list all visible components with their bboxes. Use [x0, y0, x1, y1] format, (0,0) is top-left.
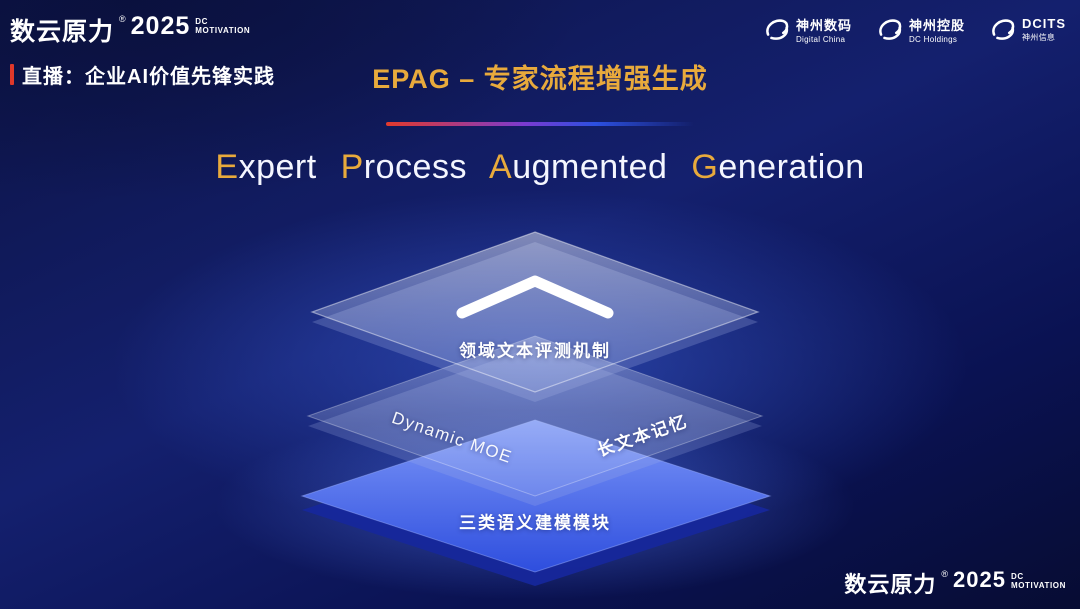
gradient-divider: [386, 122, 694, 126]
partner-sub: Digital China: [795, 35, 846, 44]
page-title: EPAG – 专家流程增强生成: [372, 64, 708, 94]
layer-middle: [306, 335, 764, 506]
title-word: Generation: [691, 148, 864, 186]
title-cap: G: [691, 148, 719, 186]
live-stream-label: 直播：企业AI价值先锋实践: [10, 60, 275, 89]
brand-name: 数云原力: [10, 18, 115, 46]
layer-semantic-label: 三类语义建模模块: [459, 513, 611, 533]
dcits-swoosh-icon: [989, 16, 1016, 43]
brand-sub-line2: MOTIVATION: [195, 26, 251, 36]
title-word: Expert: [215, 148, 316, 186]
partner-sub: 神州信息: [1022, 33, 1056, 42]
chevron-up-icon: [456, 275, 614, 319]
title-rest: ugmented: [512, 148, 668, 186]
title-cap: E: [215, 148, 239, 186]
dc-holdings-swoosh-icon: [876, 16, 903, 43]
live-accent-bar: [10, 64, 14, 85]
partner-logo-digital-china: 神州数码 Digital China: [763, 15, 852, 44]
registered-mark: ®: [119, 14, 126, 24]
brand-logo-bottom-right: 数云原力 ® 2025 DC MOTIVATION: [844, 567, 1066, 599]
brand-year: 2025: [953, 567, 1006, 592]
title-rest: rocess: [363, 148, 467, 186]
title-rest: eneration: [718, 148, 865, 186]
partner-name: 神州数码: [795, 18, 852, 33]
partner-logos: 神州数码 Digital China 神州控股 DC Holdings: [763, 15, 1066, 44]
partner-sub: DC Holdings: [908, 35, 958, 44]
title-word: Process: [341, 148, 467, 186]
brand-sub-line1: DC: [1010, 572, 1024, 581]
registered-mark: ®: [941, 569, 949, 579]
title-cap: P: [340, 148, 364, 186]
brand-year: 2025: [130, 12, 191, 40]
title-word: Augmented: [489, 148, 667, 186]
brand-sub-line2: MOTIVATION: [1010, 581, 1066, 591]
brand-sub-line1: DC: [195, 17, 209, 26]
title-cap: A: [489, 148, 513, 186]
english-title: Expert Process Augmented Generation: [0, 148, 1080, 187]
brand-subtitle: DC MOTIVATION: [1011, 572, 1066, 590]
brand-logo-top-left: 数云原力 ® 2025 DC MOTIVATION: [10, 12, 250, 48]
brand-name: 数云原力: [844, 572, 937, 597]
live-label-text: 直播：企业AI价值先锋实践: [22, 66, 275, 88]
digital-china-swoosh-icon: [763, 16, 790, 43]
partner-logo-dc-holdings: 神州控股 DC Holdings: [876, 15, 965, 44]
partner-logo-dcits: DCITS 神州信息: [989, 15, 1066, 44]
title-rest: xpert: [238, 148, 317, 186]
partner-name: DCITS: [1022, 16, 1066, 31]
brand-subtitle: DC MOTIVATION: [195, 17, 250, 35]
layer-evaluation: [310, 231, 760, 402]
layer-semantic: [300, 419, 772, 586]
partner-name: 神州控股: [908, 18, 965, 33]
layer-evaluation-label: 领域文本评测机制: [459, 341, 611, 361]
